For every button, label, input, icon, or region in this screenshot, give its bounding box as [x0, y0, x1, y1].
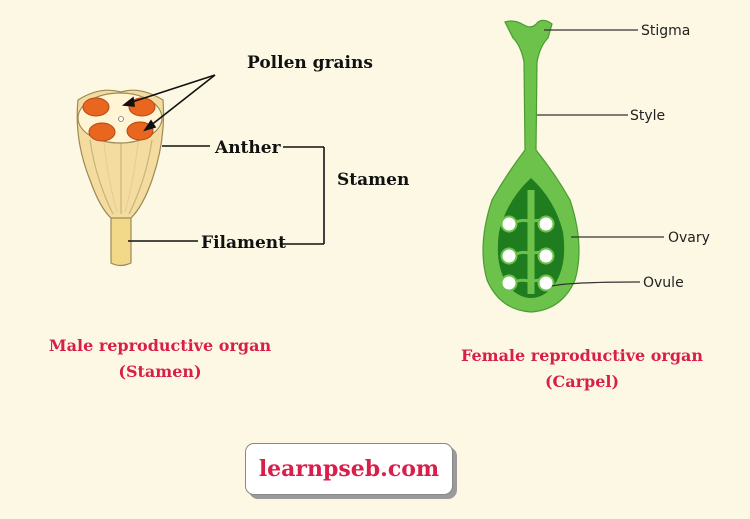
female-caption-line1: Female reproductive organ — [460, 346, 704, 365]
watermark-text: learnpseb.com — [258, 456, 440, 482]
female-caption-line2: (Carpel) — [544, 372, 620, 391]
pollen-sac — [88, 122, 116, 142]
pollen-grains-label: Pollen grains — [247, 53, 373, 73]
anther-label: Anther — [214, 138, 282, 158]
watermark-badge: learnpseb.com — [245, 443, 453, 495]
ovule — [537, 215, 555, 233]
ovule — [500, 274, 518, 292]
stigma-label: Stigma — [641, 23, 690, 39]
stamen-illustration — [76, 89, 165, 267]
ovule — [500, 247, 518, 265]
male-caption-line1: Male reproductive organ — [48, 336, 272, 355]
style-label: Style — [630, 108, 665, 124]
carpel-pointers — [537, 29, 664, 287]
ovule — [500, 215, 518, 233]
ovule-label: Ovule — [643, 275, 684, 291]
stamen-pointers — [121, 74, 325, 245]
male-caption: Male reproductive organ (Stamen) — [20, 333, 300, 385]
ovary-label: Ovary — [668, 230, 710, 246]
male-caption-line2: (Stamen) — [118, 362, 202, 381]
carpel-illustration — [482, 19, 580, 313]
filament-shape — [110, 214, 132, 267]
ovule — [537, 274, 555, 292]
ovule — [537, 247, 555, 265]
filament-label: Filament — [201, 233, 286, 253]
stamen-label: Stamen — [337, 170, 409, 190]
pollen-sac — [82, 97, 110, 117]
female-caption: Female reproductive organ (Carpel) — [442, 343, 722, 395]
